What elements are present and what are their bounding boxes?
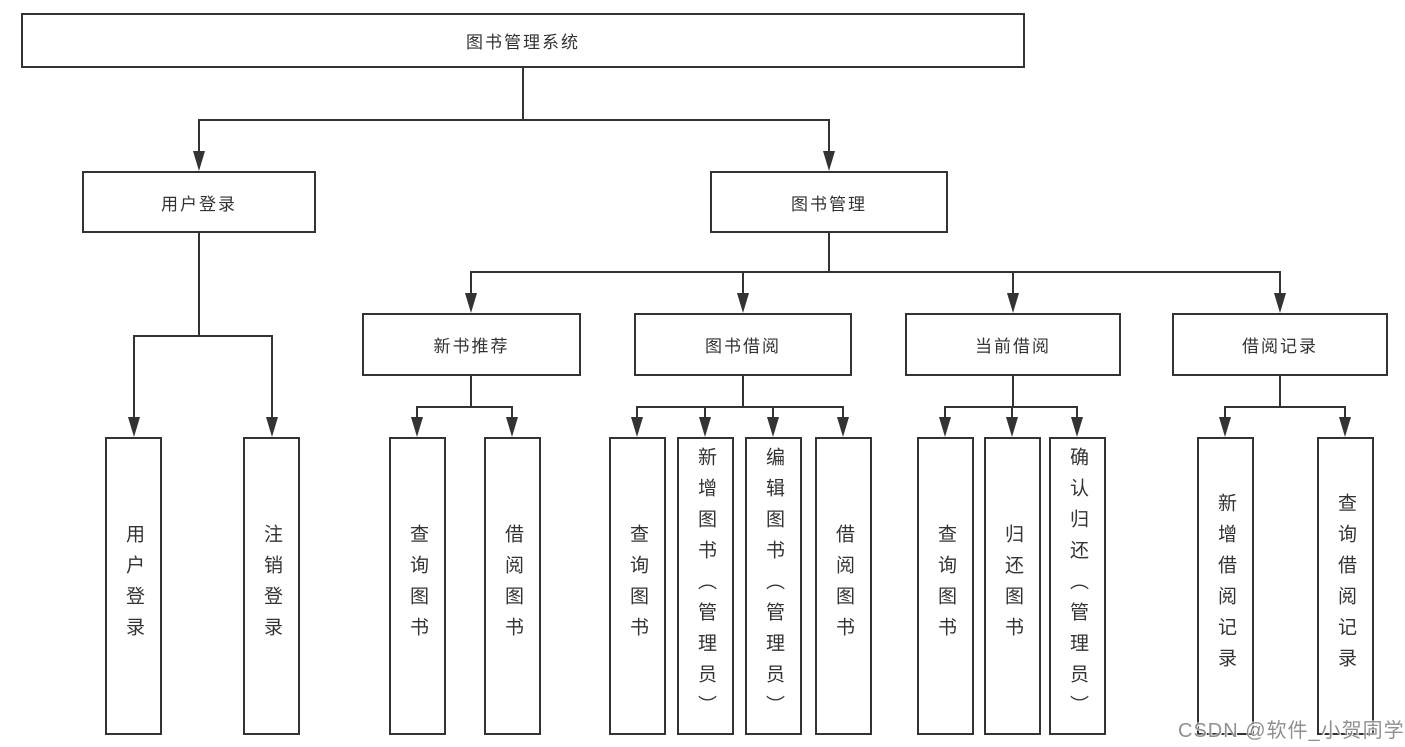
- leaf-label: 编辑图书（管理员）: [763, 446, 784, 726]
- node-borrow-record-label: 借阅记录: [1242, 337, 1318, 356]
- arrowhead: [193, 151, 835, 171]
- connector-line: [636, 374, 844, 419]
- node-book-mgmt-label: 图书管理: [791, 194, 867, 214]
- node-current-borrow-label: 当前借阅: [975, 337, 1051, 356]
- leaf-confirm-return-admin: 确认归还（管理员）: [1049, 437, 1106, 735]
- arrowhead: [631, 417, 849, 437]
- leaf-label: 确认归还（管理员）: [1067, 446, 1088, 726]
- node-current-borrow: 当前借阅: [905, 313, 1121, 376]
- leaf-label: 借阅图书: [502, 524, 523, 648]
- leaf-edit-book-admin: 编辑图书（管理员）: [745, 437, 802, 735]
- node-book-borrow: 图书借阅: [634, 313, 852, 376]
- leaf-user-login: 用户登录: [105, 437, 162, 735]
- connector-line: [198, 68, 830, 153]
- connector-user-login-split: [128, 231, 278, 437]
- connector-line: [416, 374, 513, 419]
- leaf-label: 查询图书: [627, 524, 648, 648]
- connector-line: [133, 231, 273, 419]
- leaf-add-book-admin: 新增图书（管理员）: [677, 437, 734, 735]
- connector-line: [1224, 374, 1346, 419]
- connector-current-borrow-split: [939, 374, 1083, 437]
- leaf-label: 用户登录: [123, 524, 144, 648]
- leaf-label: 查询借阅记录: [1335, 493, 1356, 679]
- node-user-login: 用户登录: [82, 171, 316, 233]
- connector-line: [944, 374, 1078, 419]
- leaf-query-books-rec: 查询图书: [389, 437, 446, 735]
- connector-new-book-rec-split: [411, 374, 518, 437]
- leaf-label: 借阅图书: [833, 524, 854, 648]
- leaf-label: 归还图书: [1002, 524, 1023, 648]
- node-new-book-recommend-label: 新书推荐: [433, 337, 510, 356]
- leaf-label: 查询图书: [407, 524, 428, 648]
- connector-borrow-record-split: [1219, 374, 1351, 437]
- leaf-label: 新增图书（管理员）: [695, 446, 716, 726]
- leaf-label: 注销登录: [261, 524, 282, 648]
- arrowhead: [411, 417, 518, 437]
- arrowhead: [465, 293, 1286, 313]
- node-root-label: 图书管理系统: [466, 33, 580, 52]
- connector-book-borrow-split: [631, 374, 849, 437]
- leaf-borrow-books-rec: 借阅图书: [484, 437, 541, 735]
- node-new-book-recommend: 新书推荐: [362, 313, 581, 376]
- leaf-query-borrow-record: 查询借阅记录: [1317, 437, 1374, 735]
- leaf-return-book: 归还图书: [984, 437, 1041, 735]
- arrowhead: [939, 417, 1083, 437]
- node-borrow-record: 借阅记录: [1172, 313, 1388, 376]
- leaf-query-books-borrow: 查询图书: [609, 437, 666, 735]
- node-root: 图书管理系统: [21, 13, 1025, 68]
- connector-line: [470, 231, 1281, 295]
- arrowhead: [1219, 417, 1351, 437]
- node-user-login-label: 用户登录: [161, 194, 237, 214]
- leaf-label: 查询图书: [935, 524, 956, 648]
- leaf-query-books-current: 查询图书: [917, 437, 974, 735]
- arrowhead: [128, 417, 278, 437]
- node-book-borrow-label: 图书借阅: [705, 337, 781, 356]
- connector-root-split: [193, 68, 835, 171]
- leaf-logout-login: 注销登录: [243, 437, 300, 735]
- connector-book-mgmt-split: [465, 231, 1286, 313]
- leaf-add-borrow-record: 新增借阅记录: [1197, 437, 1254, 735]
- node-book-mgmt: 图书管理: [710, 171, 948, 233]
- watermark-text: CSDN @软件_小贺同学: [1178, 720, 1405, 742]
- leaf-label: 新增借阅记录: [1215, 493, 1236, 679]
- leaf-borrow-books: 借阅图书: [815, 437, 872, 735]
